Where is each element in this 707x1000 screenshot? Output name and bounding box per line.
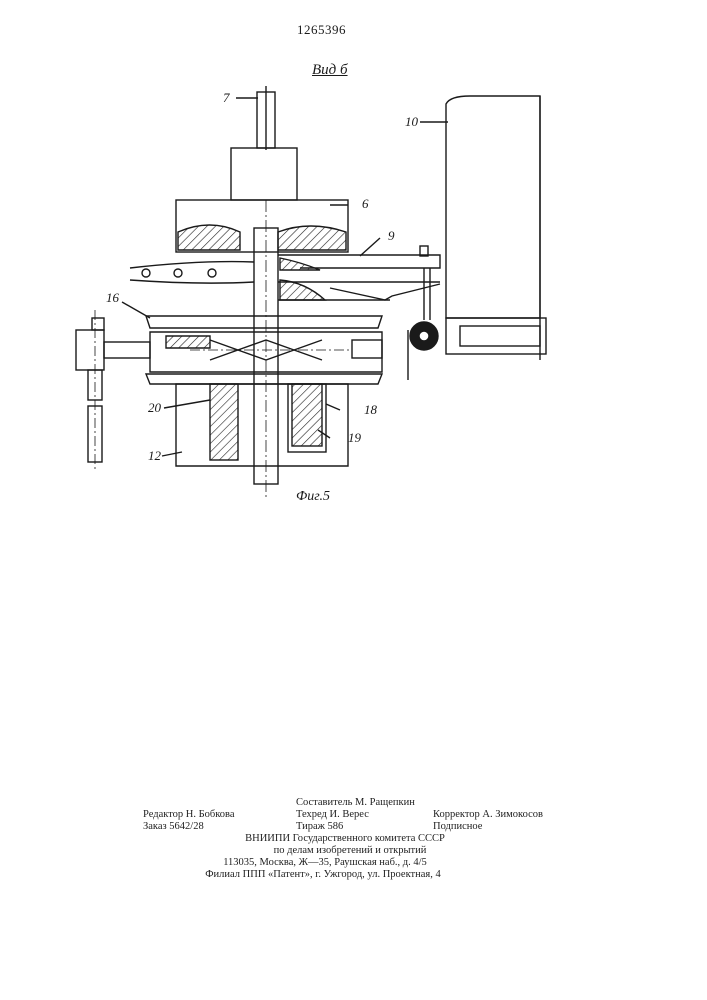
callout-19: 19 [348, 430, 361, 446]
imprint-org-line2: по делам изобретений и открытий [274, 845, 427, 856]
callout-10: 10 [405, 114, 418, 130]
imprint-corrector: Корректор А. Зимокосов [433, 809, 543, 820]
callout-16: 16 [106, 290, 119, 306]
imprint-org-address: 113035, Москва, Ж—35, Раушская наб., д. … [223, 857, 427, 868]
imprint-branch: Филиал ППП «Патент», г. Ужгород, ул. Про… [205, 869, 440, 880]
imprint-org-line1: ВНИИПИ Государственного комитета СССР [245, 833, 445, 844]
imprint-circulation: Тираж 586 [296, 821, 343, 832]
upper-hub [231, 148, 297, 200]
imprint-techred: Техред И. Верес [296, 809, 369, 820]
callout-6: 6 [362, 196, 369, 212]
callout-9: 9 [388, 228, 395, 244]
imprint-editor: Редактор Н. Бобкова [143, 809, 235, 820]
callout-20: 20 [148, 400, 161, 416]
disc-16-upper [146, 316, 382, 328]
callout-7: 7 [223, 90, 230, 106]
callout-12: 12 [148, 448, 161, 464]
callout-18: 18 [364, 402, 377, 418]
imprint-order: Заказ 5642/28 [143, 821, 204, 832]
imprint-compiler: Составитель М. Ращепкин [296, 797, 415, 808]
imprint-subscription: Подписное [433, 821, 482, 832]
figure-caption: Фиг.5 [296, 489, 330, 505]
motor-housing-10 [446, 96, 540, 318]
